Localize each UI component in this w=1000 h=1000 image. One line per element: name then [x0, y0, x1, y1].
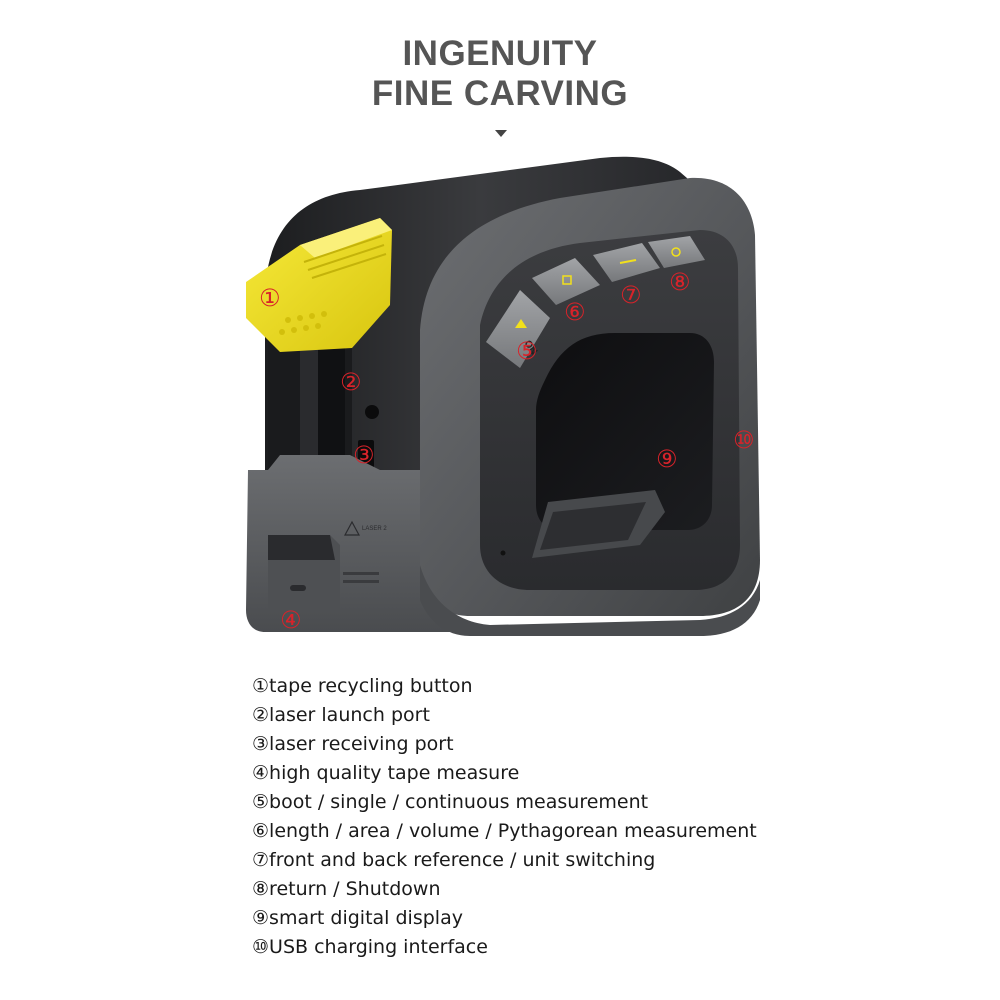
- callout-7: ⑦: [620, 281, 642, 309]
- button-power: [648, 236, 705, 268]
- callout-8: ⑧: [669, 268, 691, 296]
- feature-number: ⑨: [252, 907, 270, 929]
- laser-tape-measure-illustration: ON LASER 2 ① ② ③ ④ ⑤ ⑥ ⑦ ⑧ ⑨ ⑩: [246, 156, 760, 636]
- tape-recycling-button: [246, 218, 392, 352]
- digital-display-window: [536, 333, 714, 530]
- button-on: [486, 290, 550, 368]
- list-item: ⑨smart digital display: [252, 904, 757, 933]
- callout-4: ④: [280, 606, 302, 634]
- feature-number: ⑦: [252, 849, 270, 871]
- list-item: ④high quality tape measure: [252, 759, 757, 788]
- callout-9: ⑨: [656, 445, 678, 473]
- feature-number: ④: [252, 762, 270, 784]
- callout-10: ⑩: [733, 426, 755, 454]
- feature-list: ①tape recycling button ②laser launch por…: [252, 672, 757, 962]
- list-item: ⑥length / area / volume / Pythagorean me…: [252, 817, 757, 846]
- laser-warning-label: LASER 2: [362, 526, 387, 532]
- feature-text: length / area / volume / Pythagorean mea…: [269, 820, 757, 842]
- feature-text: laser receiving port: [269, 733, 454, 755]
- feature-number: ⑥: [252, 820, 270, 842]
- feature-text: USB charging interface: [269, 936, 488, 958]
- headline-line-1: INGENUITY: [402, 34, 598, 73]
- feature-number: ①: [252, 675, 270, 697]
- list-item: ⑤boot / single / continuous measurement: [252, 788, 757, 817]
- list-item: ⑦front and back reference / unit switchi…: [252, 846, 757, 875]
- feature-number: ⑩: [252, 936, 270, 958]
- list-item: ②laser launch port: [252, 701, 757, 730]
- list-item: ①tape recycling button: [252, 672, 757, 701]
- feature-number: ③: [252, 733, 270, 755]
- feature-text: tape recycling button: [269, 675, 473, 697]
- callout-2: ②: [340, 368, 362, 396]
- down-arrow-icon: [495, 130, 507, 137]
- feature-text: front and back reference / unit switchin…: [269, 849, 656, 871]
- feature-text: boot / single / continuous measurement: [269, 791, 649, 813]
- list-item: ⑩USB charging interface: [252, 933, 757, 962]
- feature-number: ②: [252, 704, 270, 726]
- feature-text: smart digital display: [269, 907, 463, 929]
- callout-6: ⑥: [564, 298, 586, 326]
- callout-1: ①: [259, 284, 281, 312]
- feature-number: ⑤: [252, 791, 270, 813]
- button-mode: [532, 258, 600, 305]
- feature-text: return / Shutdown: [269, 878, 441, 900]
- list-item: ⑧return / Shutdown: [252, 875, 757, 904]
- feature-number: ⑧: [252, 878, 270, 900]
- callout-3: ③: [353, 441, 375, 469]
- list-item: ③laser receiving port: [252, 730, 757, 759]
- feature-text: high quality tape measure: [269, 762, 520, 784]
- headline-line-2: FINE CARVING: [371, 74, 629, 113]
- laser-launch-port: [365, 405, 379, 419]
- feature-text: laser launch port: [269, 704, 430, 726]
- callout-5: ⑤: [516, 337, 538, 365]
